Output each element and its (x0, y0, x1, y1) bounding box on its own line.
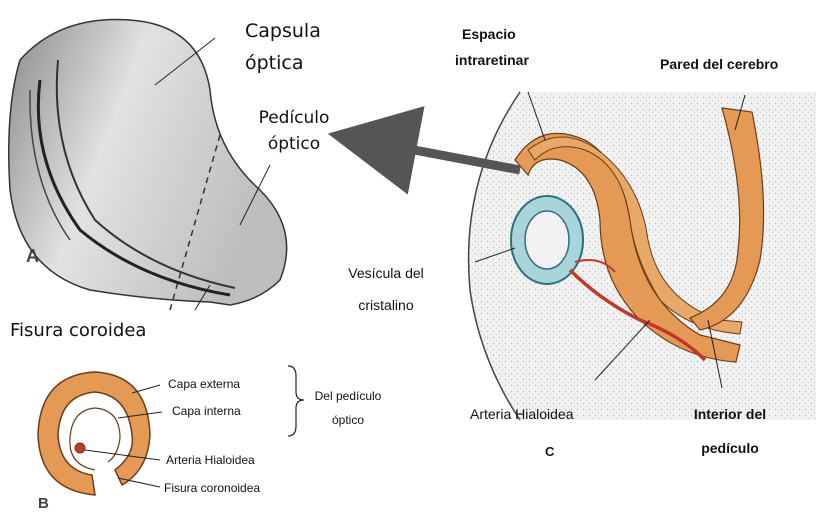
label-capa-externa: Capa externa (168, 377, 240, 391)
label-fisura-coroidea: Fisura coroidea (10, 320, 146, 341)
hyaloid-artery-section (75, 443, 85, 453)
label-pediculo-optico-line2: óptico (244, 134, 344, 154)
label-bracket (288, 366, 304, 436)
label-capa-interna: Capa interna (172, 404, 241, 418)
label-espacio-intraretinar-line2: intraretinar (455, 52, 529, 68)
label-vesicula-cristalino-line2: cristalino (328, 297, 444, 313)
panel-letter-c: C (545, 444, 554, 459)
label-pared-del-cerebro: Pared del cerebro (660, 56, 778, 72)
label-del-pediculo-optico-line1: Del pedículo (308, 389, 388, 403)
label-capsula-optica-line2: óptica (245, 52, 304, 74)
panel-letter-b: B (38, 495, 49, 512)
label-arteria-hialoidea-b: Arteria Hialoidea (166, 453, 255, 467)
label-espacio-intraretinar-line1: Espacio (462, 26, 516, 42)
optic-stalk-cross-section (38, 372, 150, 495)
label-interior-pediculo-line1: Interior del (680, 406, 780, 422)
label-fisura-coronoidea: Fisura coronoidea (164, 481, 260, 495)
label-capsula-optica-line1: Capsula (245, 20, 321, 42)
label-interior-pediculo-line2: pedículo (680, 440, 780, 456)
label-vesicula-cristalino-line1: Vesícula del (328, 265, 444, 281)
label-arteria-hialoidea-c: Arteria Hialoidea (470, 406, 574, 422)
label-del-pediculo-optico-line2: óptico (308, 413, 388, 427)
label-pediculo-optico-line1: Pedículo (244, 108, 344, 128)
panel-letter-a: A (26, 246, 39, 267)
